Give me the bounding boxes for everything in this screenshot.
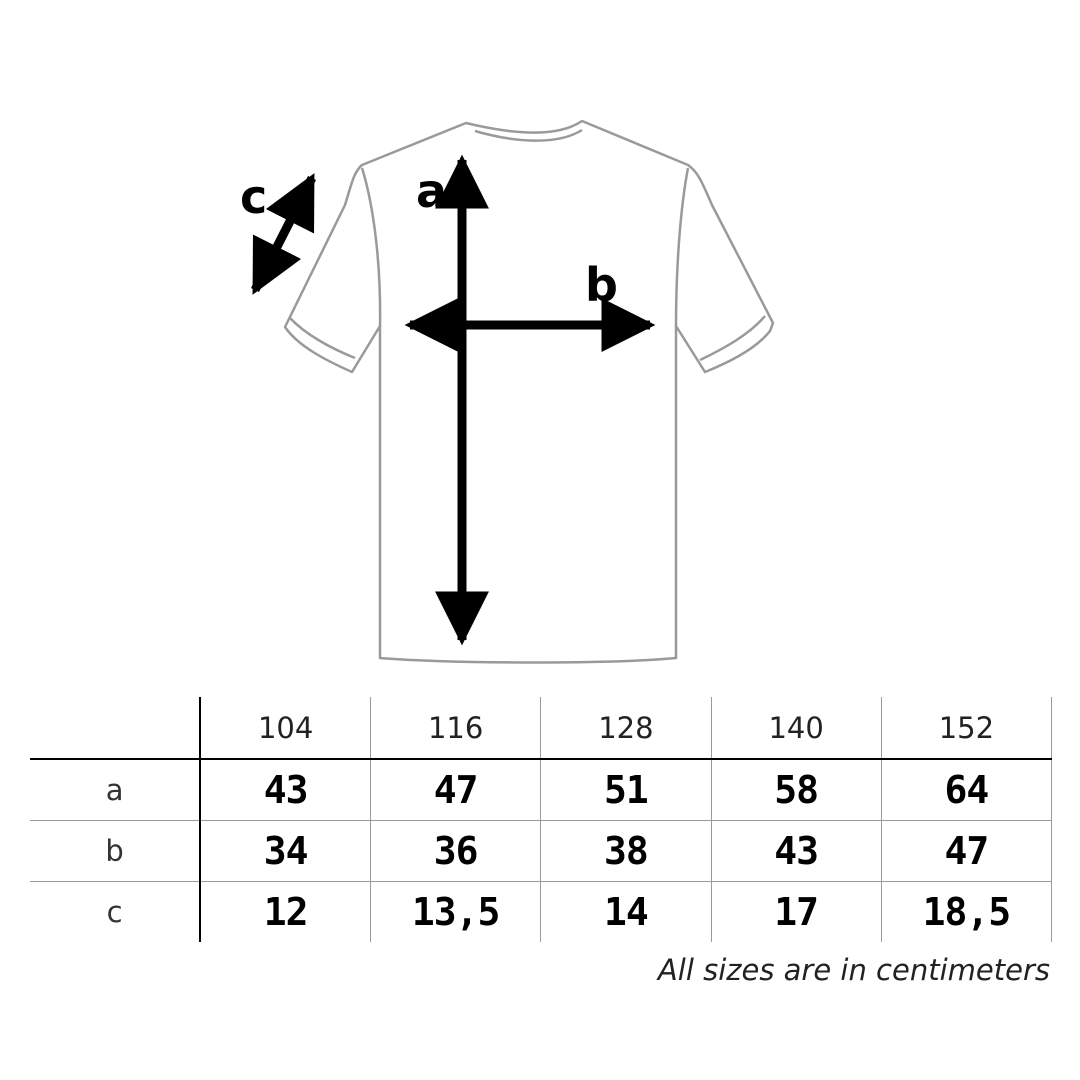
- label-b: b: [585, 258, 618, 312]
- table-cell: 51: [540, 759, 711, 821]
- arrow-c: [250, 173, 317, 295]
- label-a: a: [416, 164, 447, 218]
- table-cell: 58: [710, 759, 882, 821]
- row-label: b: [30, 820, 201, 882]
- row-label: c: [106, 895, 123, 929]
- size-header: 128: [540, 697, 711, 760]
- table-cell: 34: [199, 820, 371, 882]
- label-c: c: [240, 170, 267, 224]
- table-cell: 43: [199, 759, 371, 821]
- table-cell: 47: [369, 759, 541, 821]
- tshirt-outline: [283, 119, 775, 664]
- table-cell: 13,5: [369, 881, 541, 942]
- table-cell: 14: [540, 881, 711, 942]
- table-row: a 43 47 51 58 64: [30, 759, 1053, 821]
- measure-arrows: [250, 154, 656, 646]
- size-header: 104: [199, 697, 371, 760]
- table-row: b 34 36 38 43 47: [30, 820, 1053, 882]
- size-header: 152: [880, 697, 1053, 760]
- table-cell: 47: [880, 820, 1053, 882]
- size-table: 104 116 128 140 152 a 43 47 51 58 64 b 3…: [30, 697, 1053, 942]
- table-cell: 17: [710, 881, 882, 942]
- table-cell: 38: [540, 820, 711, 882]
- table-cell: 12: [199, 881, 371, 942]
- table-row: c 12 13,5 14 17 18,5: [30, 881, 1053, 942]
- size-header: 140: [710, 697, 882, 760]
- tshirt-diagram: a b c: [240, 119, 775, 664]
- size-header-row: 104 116 128 140 152: [30, 697, 1053, 760]
- table-cell: 18,5: [880, 881, 1053, 942]
- size-header: 116: [369, 697, 541, 760]
- corner-cell: [30, 697, 201, 760]
- table-cell: 43: [710, 820, 882, 882]
- table-cell: 64: [880, 759, 1053, 821]
- table-cell: 36: [369, 820, 541, 882]
- units-note: All sizes are in centimeters: [657, 953, 1050, 987]
- row-label: a: [30, 759, 201, 821]
